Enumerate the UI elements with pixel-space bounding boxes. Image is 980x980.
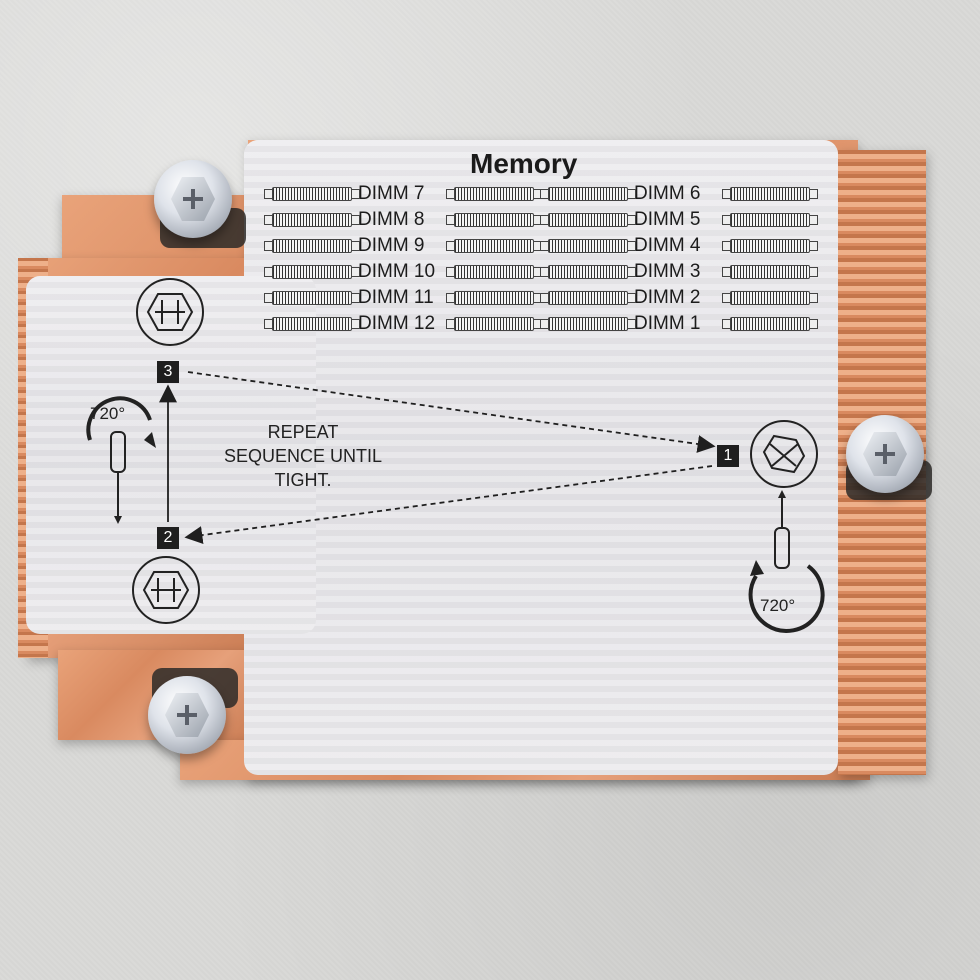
dimm-label: DIMM 11: [358, 287, 434, 308]
dimm-slot-icon: [446, 317, 542, 331]
dimm-label: DIMM 6: [634, 183, 701, 204]
dimm-label: DIMM 4: [634, 235, 701, 256]
dimm-row-11: DIMM 11: [264, 287, 542, 309]
dimm-slot-icon: [722, 187, 818, 201]
dimm-row-1: DIMM 1: [540, 313, 818, 335]
dimm-row-5: DIMM 5: [540, 209, 818, 231]
nut-icon-right: [750, 420, 818, 488]
dimm-slot-icon: [264, 317, 360, 331]
nut-icon-bottom-left: [132, 556, 200, 624]
memory-title: Memory: [470, 148, 578, 179]
dimm-label: DIMM 3: [634, 261, 701, 282]
rotation-arrow-icon-left: [86, 396, 152, 441]
screw-right: [846, 415, 924, 493]
dimm-slot-icon: [540, 239, 636, 253]
dimm-slot-icon: [446, 187, 542, 201]
rotation-label-left: 720°: [90, 404, 126, 423]
dimm-label: DIMM 9: [358, 235, 425, 256]
dimm-label: DIMM 5: [634, 209, 701, 230]
dimm-row-8: DIMM 8: [264, 209, 542, 231]
dimm-label: DIMM 2: [634, 287, 701, 308]
step-1-badge: 1: [717, 445, 739, 467]
dimm-slot-icon: [264, 187, 360, 201]
dimm-row-10: DIMM 10: [264, 261, 542, 283]
dimm-slot-icon: [722, 213, 818, 227]
screwdriver-icon-right: [774, 490, 790, 569]
dimm-slot-icon: [264, 239, 360, 253]
dimm-slot-icon: [540, 317, 636, 331]
arrow-3-to-1: [187, 371, 716, 453]
dimm-row-3: DIMM 3: [540, 261, 818, 283]
dimm-label: DIMM 1: [634, 313, 701, 334]
dimm-row-6: DIMM 6: [540, 183, 818, 205]
rotation-label-right: 720°: [760, 596, 796, 615]
dimm-row-4: DIMM 4: [540, 235, 818, 257]
dimm-slot-icon: [446, 213, 542, 227]
dimm-slot-icon: [722, 291, 818, 305]
dimm-slot-icon: [722, 239, 818, 253]
dimm-label: DIMM 12: [358, 313, 436, 334]
dimm-slot-icon: [264, 291, 360, 305]
dimm-slot-icon: [446, 239, 542, 253]
dimm-row-2: DIMM 2: [540, 287, 818, 309]
dimm-row-12: DIMM 12: [264, 313, 542, 335]
arrow-1-to-2: [184, 465, 713, 544]
screw-top-left: [154, 160, 232, 238]
dimm-slot-icon: [540, 291, 636, 305]
dimm-slot-icon: [540, 265, 636, 279]
step-3-badge: 3: [157, 361, 179, 383]
dimm-label: DIMM 8: [358, 209, 425, 230]
dimm-slot-icon: [540, 187, 636, 201]
dimm-row-7: DIMM 7: [264, 183, 542, 205]
screwdriver-icon-left: [110, 431, 126, 524]
rotation-arrow-icon-right: [748, 564, 825, 633]
dimm-label: DIMM 7: [358, 183, 425, 204]
repeat-instruction: REPEAT SEQUENCE UNTIL TIGHT.: [223, 422, 383, 490]
dimm-slot-icon: [540, 213, 636, 227]
dimm-slot-icon: [446, 291, 542, 305]
nut-icon-top-left: [136, 278, 204, 346]
dimm-slot-icon: [264, 213, 360, 227]
screw-bottom-left: [148, 676, 226, 754]
dimm-slot-icon: [722, 317, 818, 331]
dimm-slot-icon: [446, 265, 542, 279]
step-2-badge: 2: [157, 527, 179, 549]
dimm-label: DIMM 10: [358, 261, 436, 282]
dimm-row-9: DIMM 9: [264, 235, 542, 257]
dimm-slot-icon: [264, 265, 360, 279]
dimm-slot-icon: [722, 265, 818, 279]
